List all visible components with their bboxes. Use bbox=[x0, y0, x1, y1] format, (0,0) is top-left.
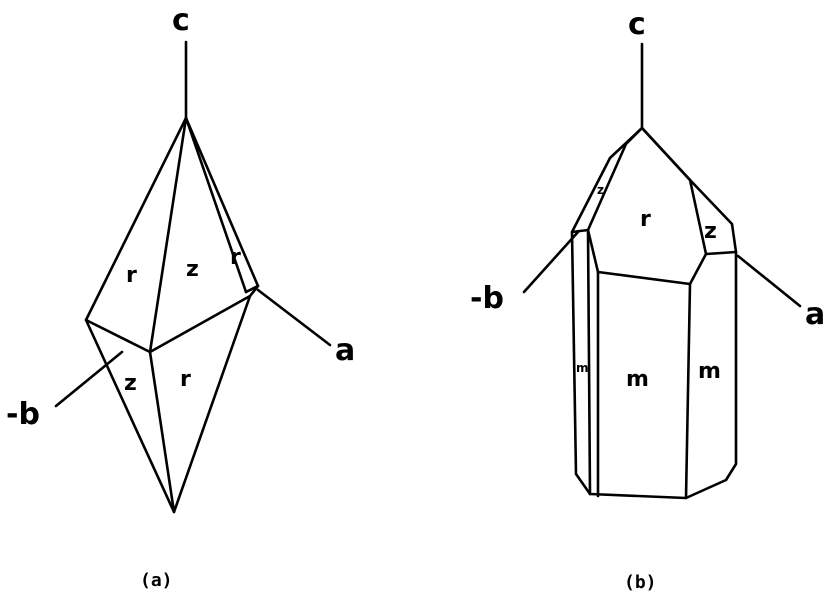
figure-a-face-z-lower: z bbox=[124, 371, 137, 396]
figure-b-edge bbox=[596, 270, 692, 286]
figure-b-edge bbox=[586, 228, 592, 496]
figure-b-edge bbox=[586, 228, 600, 274]
figure-b-face-m-center: m bbox=[626, 367, 649, 392]
figure-a-face-r-upper-right: r bbox=[230, 245, 241, 270]
figure-a-a-axis bbox=[256, 288, 332, 347]
figure-b-axes bbox=[522, 42, 802, 308]
figure-a-neg-b-label: -b bbox=[6, 397, 40, 432]
figure-b-face-m-right: m bbox=[698, 359, 721, 384]
figure-b-c-label: c bbox=[628, 7, 646, 42]
figure-a-face-r-lower: r bbox=[180, 367, 191, 392]
figure-b-edge bbox=[624, 126, 644, 146]
figure-b-edge bbox=[704, 250, 738, 256]
figure-a-bipyramid: c -b a r z r z r (a) (a) bbox=[6, 3, 355, 591]
figure-b-prism: c -b a z r z m m m (b) bbox=[470, 7, 825, 592]
figure-a-axes bbox=[54, 40, 332, 408]
figure-b-outline bbox=[570, 126, 738, 500]
figure-b-caption: (b) bbox=[624, 572, 657, 592]
figure-b-edge bbox=[688, 178, 708, 256]
figure-b-edge bbox=[688, 252, 708, 286]
figure-b-neg-b-axis bbox=[522, 230, 580, 294]
figure-b-face-m-left: m bbox=[576, 361, 589, 375]
figure-b-edges bbox=[570, 126, 738, 500]
figure-a-face-z-upper: z bbox=[186, 257, 199, 282]
figure-b-a-label: a bbox=[805, 297, 825, 332]
figure-a-edge bbox=[148, 350, 176, 514]
figure-a-edges bbox=[84, 116, 260, 514]
figure-b-face-z-upper-right: z bbox=[704, 219, 717, 244]
figure-b-face-r-upper: r bbox=[640, 207, 651, 232]
figure-b-a-axis bbox=[736, 254, 802, 308]
figure-a-a-label: a bbox=[335, 333, 355, 368]
figure-b-edge bbox=[684, 282, 692, 500]
figure-a-edge bbox=[244, 284, 260, 294]
figure-a-c-label: c bbox=[172, 3, 190, 38]
figure-b-neg-b-label: -b bbox=[470, 281, 504, 316]
figure-b-edge bbox=[640, 126, 692, 182]
figure-b-edge bbox=[586, 142, 628, 232]
figure-b-edge bbox=[570, 228, 590, 234]
figure-a-edge bbox=[184, 116, 248, 294]
figure-b-face-z-upper-left: z bbox=[597, 183, 604, 197]
figure-a-edge bbox=[148, 294, 252, 354]
figure-a-edge bbox=[84, 318, 152, 354]
figure-a-edge bbox=[148, 116, 188, 354]
figure-a-outline bbox=[84, 116, 260, 514]
figure-a-neg-b-axis bbox=[54, 350, 124, 408]
figure-a-face-r-upper-left: r bbox=[126, 263, 137, 288]
figure-a-caption: (a) bbox=[140, 570, 173, 591]
